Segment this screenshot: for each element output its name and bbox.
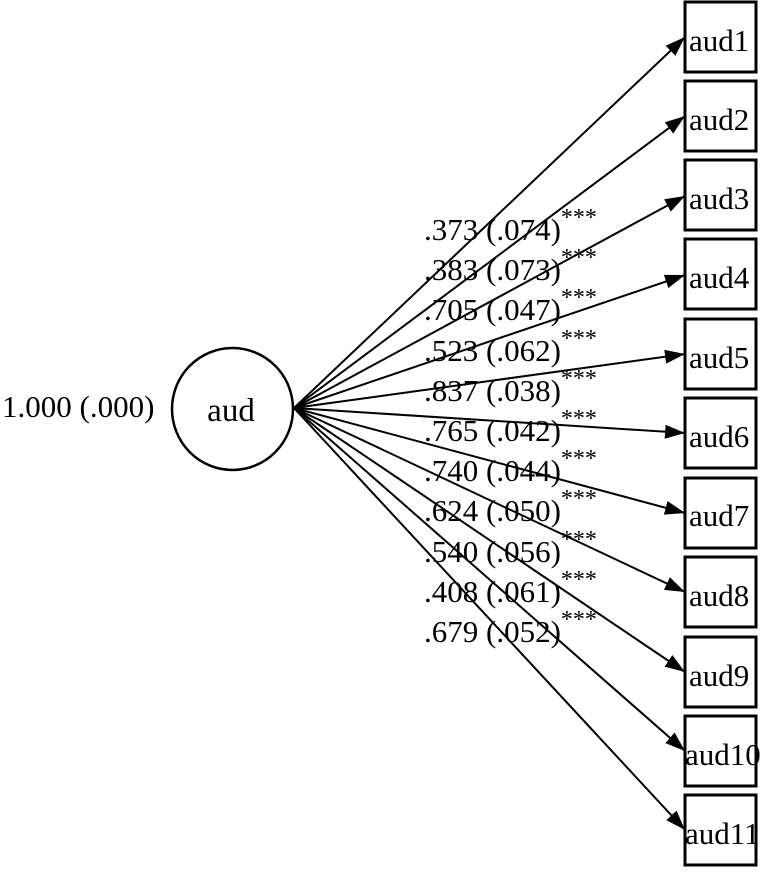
sig-stars: *** xyxy=(561,527,597,553)
indicator-label-aud9: aud9 xyxy=(689,658,749,693)
loading-arrow-aud2 xyxy=(293,115,686,409)
sig-stars: *** xyxy=(561,245,597,271)
indicator-box-aud6 xyxy=(683,396,758,470)
loading-arrow-aud4 xyxy=(293,274,686,409)
loading-label-aud8: .624 (.050)*** xyxy=(424,486,597,528)
sig-stars: *** xyxy=(561,326,597,352)
sig-stars: *** xyxy=(561,366,597,392)
indicator-label-aud11: aud11 xyxy=(685,816,760,851)
loading-arrow-aud8 xyxy=(293,407,686,593)
loading-label-aud9: .540 (.056)*** xyxy=(424,527,597,569)
loading-label-aud11: .679 (.052)*** xyxy=(424,607,597,649)
sig-stars: *** xyxy=(561,406,597,432)
indicator-label-aud8: aud8 xyxy=(689,578,749,613)
indicator-box-aud2 xyxy=(683,79,758,153)
loading-label-aud5: .837 (.038)*** xyxy=(424,366,597,408)
indicator-label-aud5: aud5 xyxy=(689,340,749,375)
loading-label-aud3: .705 (.047)*** xyxy=(424,285,597,327)
indicator-box-aud4 xyxy=(683,237,758,311)
loading-arrow-aud10 xyxy=(293,407,686,752)
loading-arrow-aud6 xyxy=(293,407,686,439)
loading-arrow-aud5 xyxy=(293,349,686,409)
loading-arrow-aud3 xyxy=(293,195,686,409)
indicator-label-aud10: aud10 xyxy=(685,737,760,772)
indicator-box-aud5 xyxy=(683,317,758,391)
sig-stars: *** xyxy=(561,446,597,472)
indicator-label-aud3: aud3 xyxy=(689,181,749,216)
indicator-label-aud4: aud4 xyxy=(689,260,750,295)
loading-arrow-aud7 xyxy=(293,407,686,515)
variance-label: 1.000 (.000) xyxy=(2,389,154,424)
indicator-label-aud6: aud6 xyxy=(689,419,749,454)
sig-stars: *** xyxy=(561,285,597,311)
indicator-box-aud3 xyxy=(683,158,758,232)
latent-variable-circle xyxy=(170,346,295,472)
latent-variable-label: aud xyxy=(207,393,255,429)
loading-label-aud1: .373 (.074)*** xyxy=(424,205,597,247)
loading-arrow-aud1 xyxy=(293,36,686,409)
indicator-box-aud1 xyxy=(683,0,758,74)
loading-label-aud2: .383 (.073)*** xyxy=(424,245,597,287)
loading-arrow-aud9 xyxy=(293,407,686,673)
sig-stars: *** xyxy=(561,486,597,512)
sig-stars: *** xyxy=(561,205,597,231)
loading-arrow-aud11 xyxy=(293,407,686,831)
indicator-label-aud2: aud2 xyxy=(689,102,749,137)
loading-label-aud10: .408 (.061)*** xyxy=(424,567,597,609)
loading-label-aud4: .523 (.062)*** xyxy=(424,326,597,368)
loading-label-aud7: .740 (.044)*** xyxy=(424,446,597,488)
indicator-label-aud1: aud1 xyxy=(689,23,749,58)
indicator-box-aud7 xyxy=(683,476,758,550)
sig-stars: *** xyxy=(561,567,597,593)
sig-stars: *** xyxy=(561,607,597,633)
indicator-label-aud7: aud7 xyxy=(689,498,749,533)
loading-label-aud6: .765 (.042)*** xyxy=(424,406,597,448)
